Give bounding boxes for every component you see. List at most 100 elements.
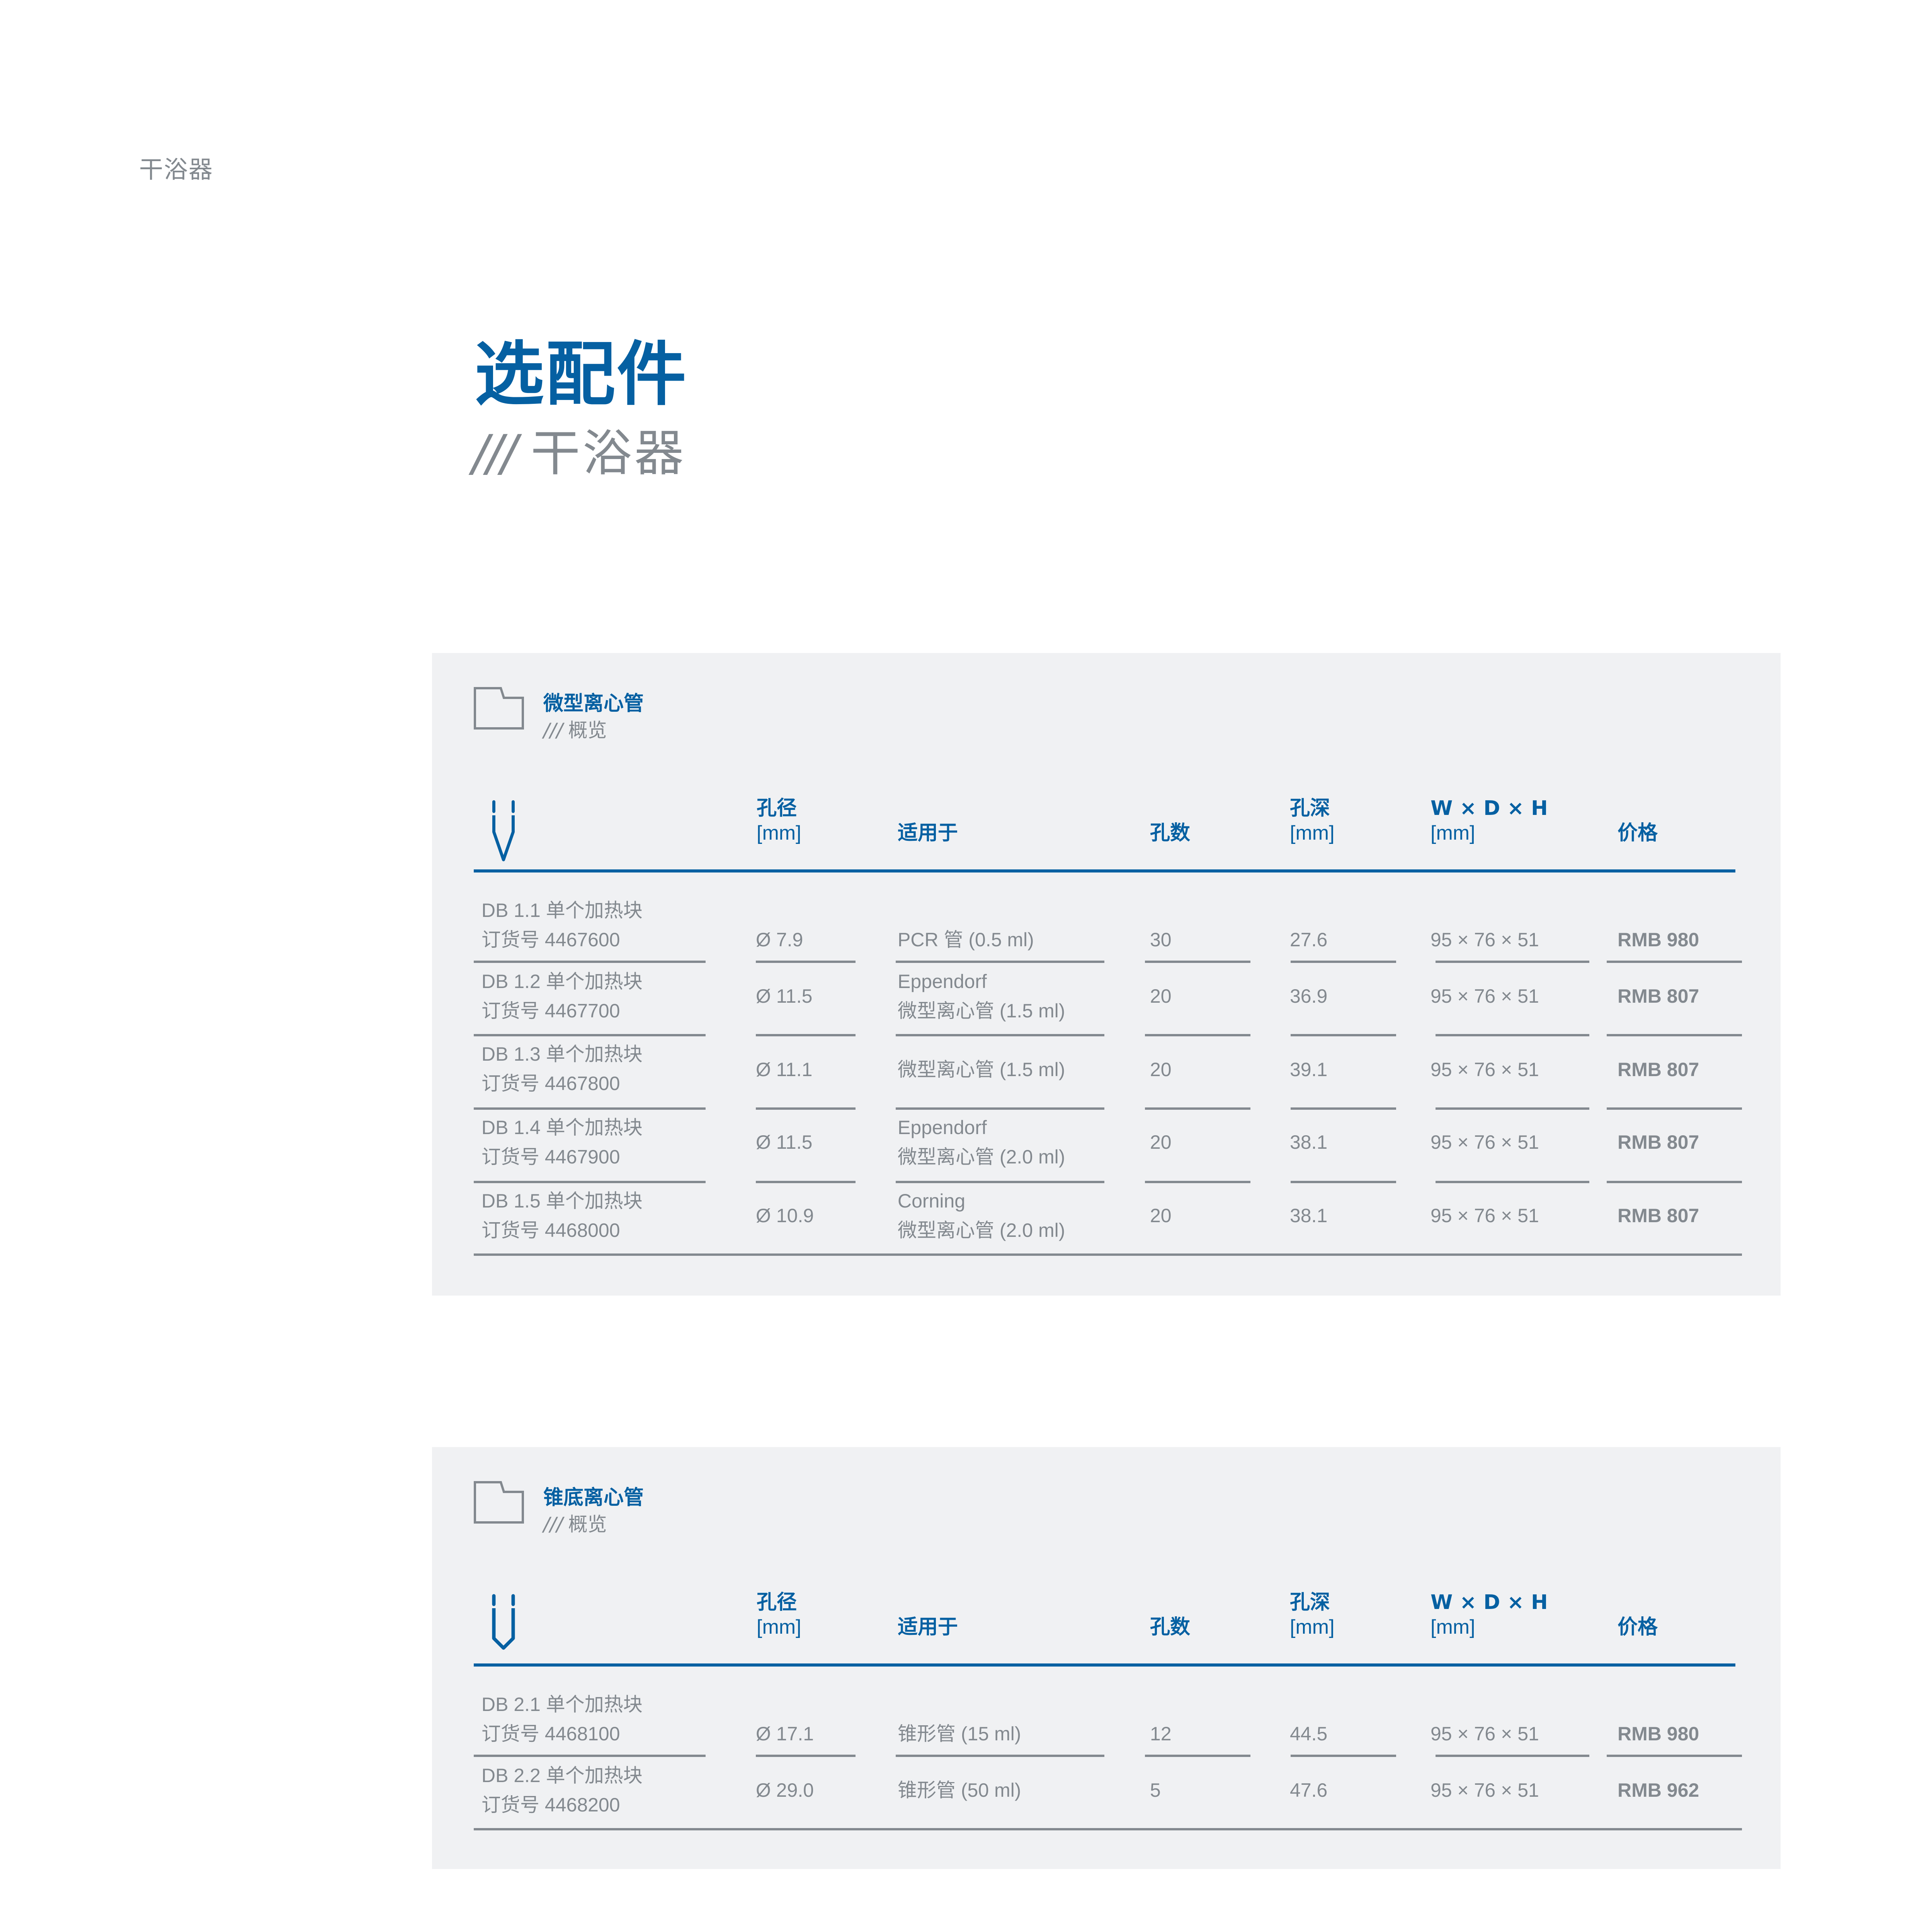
row-divider — [756, 1034, 856, 1036]
order-number: 订货号 4468200 — [481, 1794, 620, 1816]
holes-value: 20 — [1150, 1059, 1172, 1080]
diameter-value: Ø 17.1 — [756, 1723, 814, 1745]
row-divider — [1436, 1107, 1589, 1110]
depth-value: 44.5 — [1290, 1723, 1328, 1745]
block-name: DB 1.2 单个加热块 — [481, 971, 643, 992]
row-divider — [756, 1181, 856, 1183]
dimensions-value: 95 × 76 × 51 — [1431, 1205, 1539, 1226]
row-divider — [1436, 1755, 1589, 1757]
folder-icon — [474, 1481, 524, 1524]
row-divider — [1145, 961, 1250, 963]
table-bottom-rule — [474, 1253, 1742, 1256]
diameter-value: Ø 7.9 — [756, 929, 803, 951]
diameter-value: Ø 11.5 — [756, 1131, 813, 1153]
micro-tube-panel: 微型离心管 ///概览 孔径[mm] 适用于 孔数 孔深[mm] W × D ×… — [432, 653, 1781, 1296]
col-header-suitable: 适用于 — [898, 821, 958, 845]
running-head: 干浴器 — [139, 155, 214, 184]
panel-subtitle: ///概览 — [543, 719, 607, 742]
order-number: 订货号 4467800 — [481, 1073, 620, 1094]
panel-title: 微型离心管 — [543, 692, 644, 715]
suitable-value: 锥形管 (15 ml) — [898, 1723, 1021, 1745]
col-header-suitable: 适用于 — [898, 1616, 958, 1639]
block-name: DB 1.4 单个加热块 — [481, 1117, 643, 1138]
depth-value: 39.1 — [1290, 1059, 1328, 1080]
row-divider — [1291, 961, 1396, 963]
price-value: RMB 807 — [1618, 1205, 1699, 1226]
dimensions-value: 95 × 76 × 51 — [1431, 1131, 1539, 1153]
row-divider — [1607, 961, 1742, 963]
header-divider — [474, 1663, 1735, 1667]
diameter-value: Ø 11.5 — [756, 985, 813, 1007]
suitable-brand: Eppendorf — [898, 1117, 987, 1138]
row-divider — [1607, 1107, 1742, 1110]
row-divider — [1607, 1181, 1742, 1183]
block-name: DB 2.2 单个加热块 — [481, 1765, 643, 1786]
col-header-price: 价格 — [1618, 821, 1658, 845]
row-divider — [896, 1181, 1104, 1183]
subtitle-slashes: /// — [472, 425, 517, 482]
row-divider — [896, 961, 1104, 963]
row-divider — [474, 1755, 706, 1757]
price-value: RMB 807 — [1618, 985, 1699, 1007]
holes-value: 20 — [1150, 1205, 1172, 1226]
subtitle-text: 干浴器 — [531, 425, 686, 482]
conical-tube-icon — [492, 1594, 515, 1650]
diameter-value: Ø 29.0 — [756, 1779, 814, 1801]
holes-value: 20 — [1150, 1131, 1172, 1153]
block-name: DB 1.3 单个加热块 — [481, 1043, 643, 1065]
row-divider — [896, 1034, 1104, 1036]
price-value: RMB 980 — [1618, 1723, 1699, 1745]
folder-icon — [474, 687, 524, 730]
suitable-value: PCR 管 (0.5 ml) — [898, 929, 1034, 951]
row-divider — [1145, 1181, 1250, 1183]
row-divider — [474, 961, 706, 963]
page-subtitle: ///干浴器 — [472, 429, 686, 478]
col-header-holes: 孔数 — [1150, 1616, 1191, 1639]
row-divider — [896, 1755, 1104, 1757]
row-divider — [1436, 961, 1589, 963]
order-number: 订货号 4467900 — [481, 1146, 620, 1168]
depth-value: 27.6 — [1290, 929, 1328, 951]
block-name: DB 1.1 单个加热块 — [481, 900, 643, 921]
col-header-dimensions: W × D × H[mm] — [1431, 1591, 1548, 1638]
row-divider — [1291, 1181, 1396, 1183]
dimensions-value: 95 × 76 × 51 — [1431, 1059, 1539, 1080]
row-divider — [1291, 1755, 1396, 1757]
depth-value: 36.9 — [1290, 985, 1328, 1007]
diameter-value: Ø 10.9 — [756, 1205, 814, 1226]
row-divider — [1291, 1107, 1396, 1110]
order-number: 订货号 4467700 — [481, 1000, 620, 1022]
row-divider — [896, 1107, 1104, 1110]
depth-value: 47.6 — [1290, 1779, 1328, 1801]
row-divider — [1607, 1034, 1742, 1036]
row-divider — [474, 1181, 706, 1183]
row-divider — [1145, 1755, 1250, 1757]
col-header-depth: 孔深[mm] — [1290, 1591, 1335, 1638]
col-header-diameter: 孔径[mm] — [757, 797, 801, 844]
row-divider — [756, 1755, 856, 1757]
price-value: RMB 807 — [1618, 1059, 1699, 1080]
row-divider — [474, 1034, 706, 1036]
suitable-value: 锥形管 (50 ml) — [898, 1779, 1021, 1801]
row-divider — [1145, 1034, 1250, 1036]
panel-title: 锥底离心管 — [543, 1486, 644, 1509]
holes-value: 20 — [1150, 985, 1172, 1007]
diameter-value: Ø 11.1 — [756, 1059, 813, 1080]
order-number: 订货号 4467600 — [481, 929, 620, 951]
suitable-value: 微型离心管 (2.0 ml) — [898, 1146, 1065, 1168]
order-number: 订货号 4468100 — [481, 1723, 620, 1745]
suitable-brand: Corning — [898, 1190, 966, 1212]
price-value: RMB 807 — [1618, 1131, 1699, 1153]
table-bottom-rule — [474, 1828, 1742, 1830]
depth-value: 38.1 — [1290, 1131, 1328, 1153]
dimensions-value: 95 × 76 × 51 — [1431, 1723, 1539, 1745]
dimensions-value: 95 × 76 × 51 — [1431, 929, 1539, 951]
row-divider — [1291, 1034, 1396, 1036]
price-value: RMB 962 — [1618, 1779, 1699, 1801]
suitable-brand: Eppendorf — [898, 971, 987, 992]
panel-subtitle: ///概览 — [543, 1513, 607, 1536]
holes-value: 5 — [1150, 1779, 1161, 1801]
header-divider — [474, 869, 1735, 872]
suitable-value: 微型离心管 (1.5 ml) — [898, 1059, 1065, 1080]
holes-value: 30 — [1150, 929, 1172, 951]
